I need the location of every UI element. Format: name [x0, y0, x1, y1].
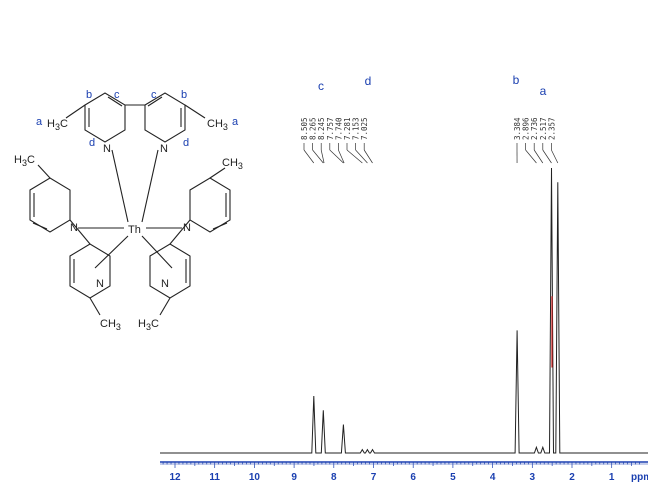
methyl-label: H3C — [14, 154, 35, 168]
peak-label-text: 7.281 — [343, 117, 352, 140]
peak-leader — [533, 149, 544, 164]
x-tick-label: 5 — [450, 472, 456, 483]
position-label-c: c — [114, 89, 120, 101]
x-tick-label: 3 — [530, 472, 536, 483]
peak-label-text: 2.357 — [547, 117, 556, 140]
group-label-a: a — [540, 84, 547, 98]
peak-label-text: 3.384 — [513, 117, 522, 140]
position-label-a: a — [36, 116, 43, 128]
x-tick-label: 12 — [169, 472, 181, 483]
position-label-c: c — [151, 89, 157, 101]
peak-leader — [363, 149, 373, 164]
peak-label-text: 8.505 — [300, 117, 309, 140]
peak-label: 2.357 — [547, 117, 559, 164]
peak-leader — [320, 149, 325, 164]
x-tick-label: 4 — [490, 472, 496, 483]
peak-label: 2.736 — [530, 117, 544, 164]
peak-label: 8.505 — [300, 117, 315, 164]
peak-label: 7.757 — [326, 117, 344, 164]
group-label-d: d — [365, 74, 372, 88]
peak-leader — [312, 149, 324, 164]
x-tick-label: 10 — [249, 472, 261, 483]
peak-leader — [346, 149, 363, 164]
nitrogen-label: N — [160, 143, 168, 155]
peak-leader — [525, 149, 537, 164]
peak-label: 8.265 — [309, 117, 324, 164]
peak-leader — [355, 149, 368, 164]
position-label-b: b — [181, 89, 187, 101]
methyl-label: H3C — [138, 318, 159, 332]
x-axis-label: ppm — [631, 472, 648, 483]
peak-label-text: 8.245 — [317, 117, 326, 140]
nitrogen-label: N — [96, 278, 104, 290]
peak-label: 7.153 — [352, 117, 368, 164]
x-tick-label: 1 — [609, 472, 615, 483]
position-label-a: a — [232, 116, 239, 128]
group-label-c: c — [318, 79, 324, 93]
group-label-b: b — [513, 73, 520, 87]
peak-leader — [542, 149, 552, 164]
peak-label-text: 2.517 — [539, 117, 548, 140]
x-tick-label: 8 — [331, 472, 337, 483]
methyl-label: CH3 — [222, 157, 243, 171]
peak-label-text: 7.025 — [360, 117, 369, 140]
peak-label: 8.245 — [317, 117, 326, 164]
metal-label: Th — [128, 224, 141, 236]
peak-label: 2.896 — [522, 117, 537, 164]
molecule-structure: Th N N N N N N H3C CH3 H3C CH3 CH3 H3C a… — [14, 89, 243, 332]
peak-leader — [303, 149, 315, 164]
peak-label-text: 7.740 — [334, 117, 343, 140]
methyl-label: CH3 — [100, 318, 121, 332]
nitrogen-label: N — [183, 222, 191, 234]
peak-label: 2.517 — [539, 117, 552, 164]
peak-leader — [329, 149, 344, 164]
peak-label: 7.025 — [360, 117, 373, 164]
peak-label-text: 7.757 — [326, 117, 335, 140]
peak-label: 7.281 — [343, 117, 363, 164]
nitrogen-label: N — [70, 222, 78, 234]
x-tick-label: 2 — [569, 472, 575, 483]
x-tick-label: 7 — [371, 472, 377, 483]
spectrum-trace — [160, 167, 648, 454]
peak-label-text: 7.153 — [352, 117, 361, 140]
peak-label: 7.740 — [334, 117, 345, 164]
peak-label-text: 8.265 — [309, 117, 318, 140]
peak-label: 3.384 — [513, 117, 522, 164]
x-tick-label: 11 — [209, 472, 220, 483]
peak-label-text: 2.896 — [522, 117, 531, 140]
nitrogen-label: N — [161, 278, 169, 290]
nitrogen-label: N — [103, 143, 111, 155]
x-tick-label: 9 — [291, 472, 297, 483]
methyl-label: CH3 — [207, 118, 228, 132]
position-label-b: b — [86, 89, 92, 101]
peak-label-text: 2.736 — [530, 117, 539, 140]
position-label-d: d — [89, 137, 95, 149]
x-axis: 12 11 10 9 8 7 6 5 4 3 2 1 ppm — [160, 461, 648, 483]
peak-leader — [338, 149, 345, 164]
position-label-d: d — [183, 137, 189, 149]
peak-leader — [551, 149, 559, 164]
x-tick-label: 6 — [410, 472, 416, 483]
methyl-label: H3C — [47, 118, 68, 132]
